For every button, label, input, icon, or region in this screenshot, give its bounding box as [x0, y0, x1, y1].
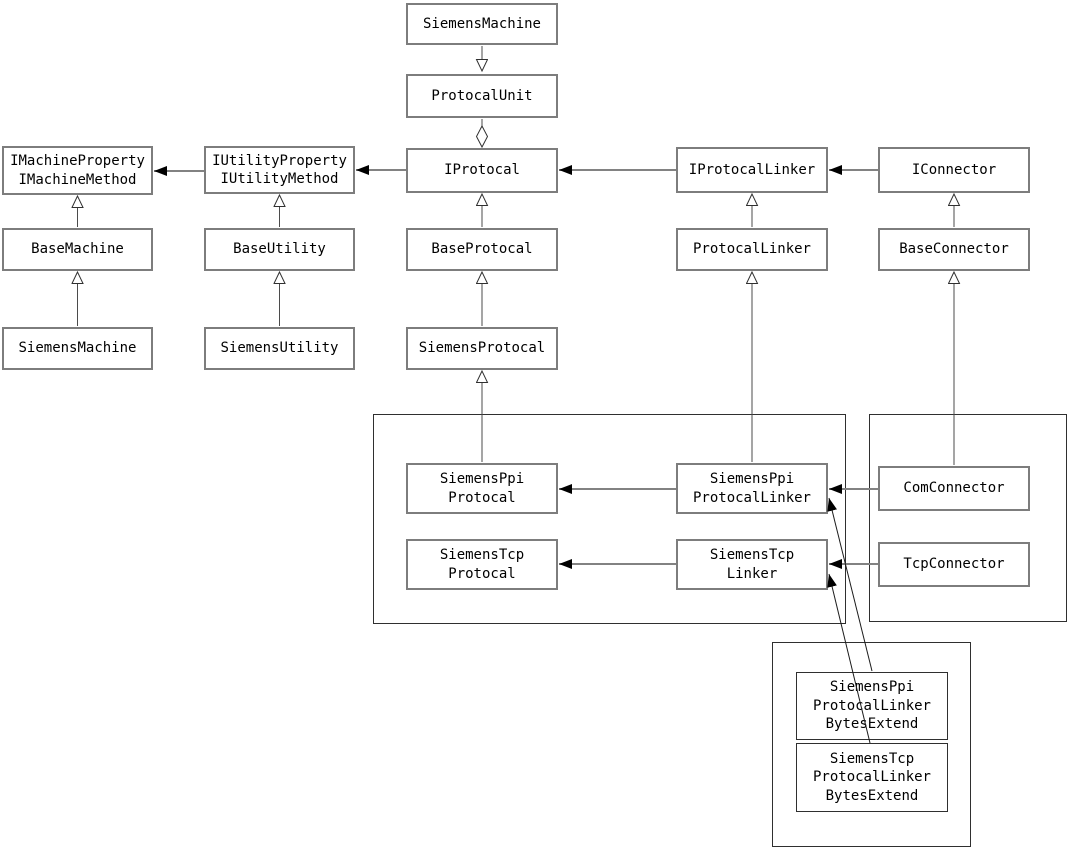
- class-siemens-tcp-linker: SiemensTcp Linker: [676, 539, 828, 590]
- class-iconnector: IConnector: [878, 147, 1030, 193]
- class-siemens-protocal: SiemensProtocal: [406, 327, 558, 370]
- class-base-protocal: BaseProtocal: [406, 228, 558, 271]
- class-base-connector: BaseConnector: [878, 228, 1030, 271]
- class-imachine-property-method: IMachineProperty IMachineMethod: [2, 146, 153, 195]
- class-base-utility: BaseUtility: [204, 228, 355, 271]
- class-protocal-linker: ProtocalLinker: [676, 228, 828, 271]
- class-iprotocal: IProtocal: [406, 148, 558, 193]
- group-siemens-protocal-linker-box: [373, 414, 846, 624]
- class-iutility-property-method: IUtilityProperty IUtilityMethod: [204, 146, 355, 194]
- class-siemens-tcp-protocal-linker-bytes-extend: SiemensTcp ProtocalLinker BytesExtend: [796, 743, 948, 812]
- class-iprotocal-linker: IProtocalLinker: [676, 147, 828, 193]
- aggregation-diamond-icon: [475, 124, 489, 149]
- class-siemens-machine: SiemensMachine: [2, 327, 153, 370]
- class-siemens-ppi-protocal: SiemensPpi Protocal: [406, 463, 558, 514]
- class-tcp-connector: TcpConnector: [878, 542, 1030, 587]
- class-siemens-machine-top: SiemensMachine: [406, 3, 558, 45]
- aggregation-protocalunit-iprotocal: [475, 119, 489, 149]
- class-base-machine: BaseMachine: [2, 228, 153, 271]
- class-siemens-utility: SiemensUtility: [204, 327, 355, 370]
- group-connectors-box: [869, 414, 1067, 622]
- class-siemens-ppi-protocal-linker: SiemensPpi ProtocalLinker: [676, 463, 828, 514]
- class-protocal-unit: ProtocalUnit: [406, 74, 558, 118]
- class-siemens-tcp-protocal: SiemensTcp Protocal: [406, 539, 558, 590]
- class-siemens-ppi-protocal-linker-bytes-extend: SiemensPpi ProtocalLinker BytesExtend: [796, 672, 948, 740]
- class-com-connector: ComConnector: [878, 466, 1030, 511]
